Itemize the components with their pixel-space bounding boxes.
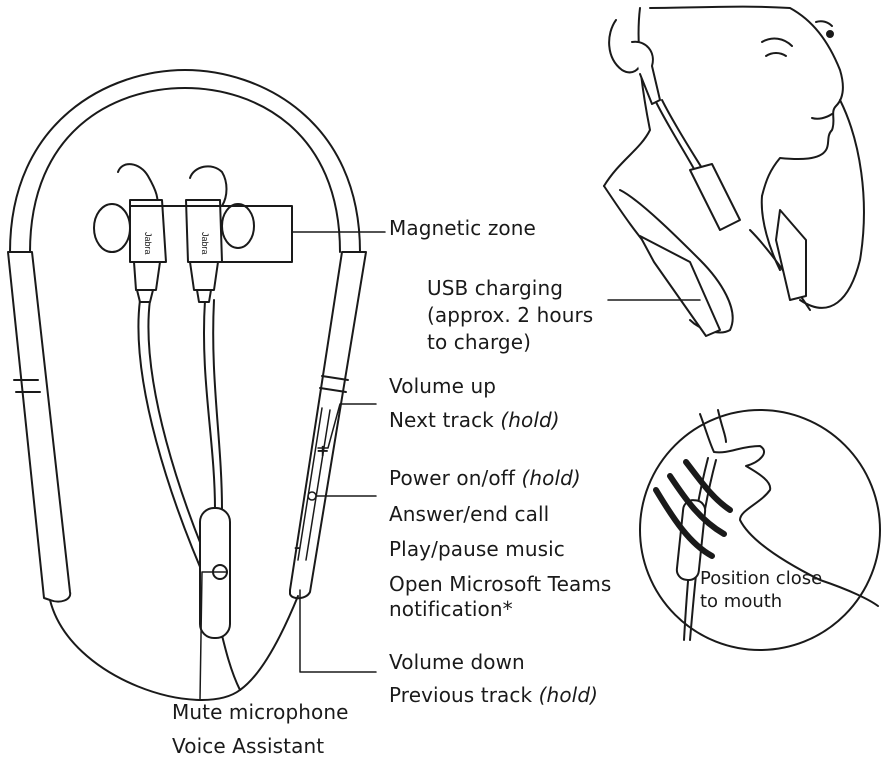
teams-notification-label: Open Microsoft Teams — [389, 572, 612, 596]
answer-end-call-label: Answer/end call — [389, 502, 550, 526]
usb-charging-duration-label: (approx. 2 hours — [427, 303, 594, 327]
position-close-label: Position close — [700, 568, 823, 589]
brand-mark-right: Jabra — [200, 232, 210, 255]
mic-position-detail — [639, 409, 881, 651]
position-close-label-2: to mouth — [700, 591, 783, 612]
neckband-headset — [7, 69, 386, 701]
play-pause-label: Play/pause music — [389, 537, 565, 561]
usb-charging-duration-label-2: to charge) — [427, 330, 532, 354]
left-earbud — [93, 163, 167, 303]
teams-notification-label-2: notification* — [389, 597, 513, 621]
previous-track-label: Previous track (hold) — [389, 683, 599, 707]
power-label: Power on/off (hold) — [389, 466, 581, 490]
hold-qualifier: (hold) — [521, 466, 581, 490]
sound-wave-icon — [653, 487, 715, 559]
inline-mic-remote — [199, 507, 231, 639]
person-wearing-headset — [603, 5, 865, 337]
hold-qualifier: (hold) — [500, 408, 560, 432]
power-button — [307, 491, 317, 501]
usb-charging-label: USB charging — [427, 276, 564, 300]
hold-qualifier: (hold) — [538, 683, 599, 707]
next-track-label: Next track (hold) — [389, 408, 560, 432]
magnetic-zone-label: Magnetic zone — [389, 216, 536, 240]
minus-button: – — [294, 540, 301, 556]
volume-up-label: Volume up — [389, 374, 497, 398]
voice-assistant-label: Voice Assistant — [172, 734, 325, 758]
brand-mark-left: Jabra — [143, 232, 153, 255]
volume-down-label: Volume down — [389, 650, 525, 674]
right-earbud — [185, 165, 255, 303]
mute-microphone-label: Mute microphone — [172, 700, 349, 724]
plus-button: + — [316, 441, 329, 460]
